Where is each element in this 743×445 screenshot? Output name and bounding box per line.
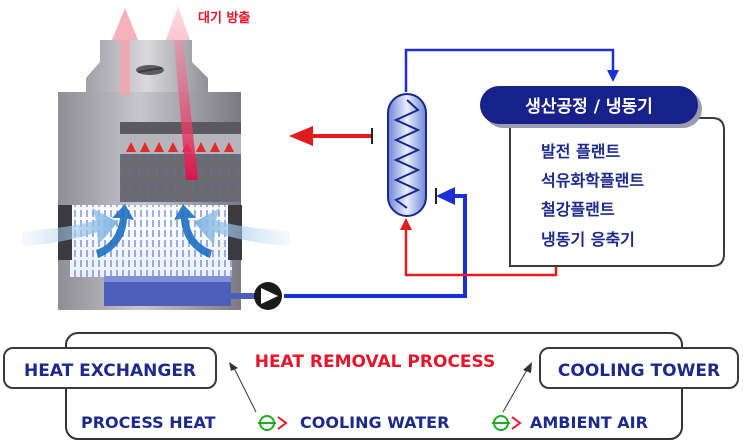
- pump-icon: [254, 282, 282, 310]
- air-inlet-right: [194, 208, 290, 246]
- cooling-tower-label: COOLING TOWER: [558, 361, 720, 381]
- process-item-3: 철강플랜트: [541, 200, 615, 219]
- flow-arrow-icon-2: [492, 415, 522, 431]
- heat-removal-title: HEAT REMOVAL PROCESS: [255, 352, 496, 372]
- process-item-2: 석유화학플랜트: [541, 171, 644, 190]
- process-item-4: 냉동기 응축기: [541, 230, 635, 249]
- process-title: 생산공정 / 냉동기: [525, 97, 653, 117]
- cold-water-arrowhead: [436, 187, 455, 205]
- heat-exchanger-icon: [387, 93, 427, 217]
- exhaust-label: 대기 방출: [198, 10, 250, 26]
- hot-water-arrowhead: [289, 126, 313, 146]
- process-supply-pipe: [404, 48, 615, 92]
- heat-removal-panel: HEAT EXCHANGER COOLING TOWER HEAT REMOVA…: [3, 332, 739, 440]
- step-ambient-air: AMBIENT AIR: [530, 413, 648, 432]
- cold-water-pipe: [284, 194, 467, 298]
- step-cooling-water: COOLING WATER: [300, 413, 449, 432]
- heat-exchanger-label: HEAT EXCHANGER: [24, 361, 196, 381]
- process-supply-arrowhead: [607, 70, 619, 82]
- heat-exchanger-box: [3, 347, 217, 389]
- process-return-arrowhead: [400, 218, 412, 230]
- cooling-tower-box: [539, 347, 739, 389]
- flow-arrow-icon-1: [258, 415, 288, 431]
- step-process-heat: PROCESS HEAT: [81, 413, 216, 432]
- process-box: 생산공정 / 냉동기 발전 플랜트 석유화학플랜트 철강플랜트 냉동기 응축기: [480, 86, 725, 267]
- piping: [231, 48, 619, 299]
- exhaust-arrow-right: [166, 6, 198, 180]
- inner-upflow-arrows: [96, 204, 212, 258]
- process-header: [480, 86, 698, 124]
- exhaust-arrow-left: [112, 8, 138, 95]
- process-return-pipe: [404, 228, 558, 277]
- process-item-1: 발전 플랜트: [541, 142, 620, 161]
- air-inlet-left: [22, 208, 118, 246]
- cooling-tower: [22, 6, 290, 310]
- cold-water-basin: [104, 280, 231, 306]
